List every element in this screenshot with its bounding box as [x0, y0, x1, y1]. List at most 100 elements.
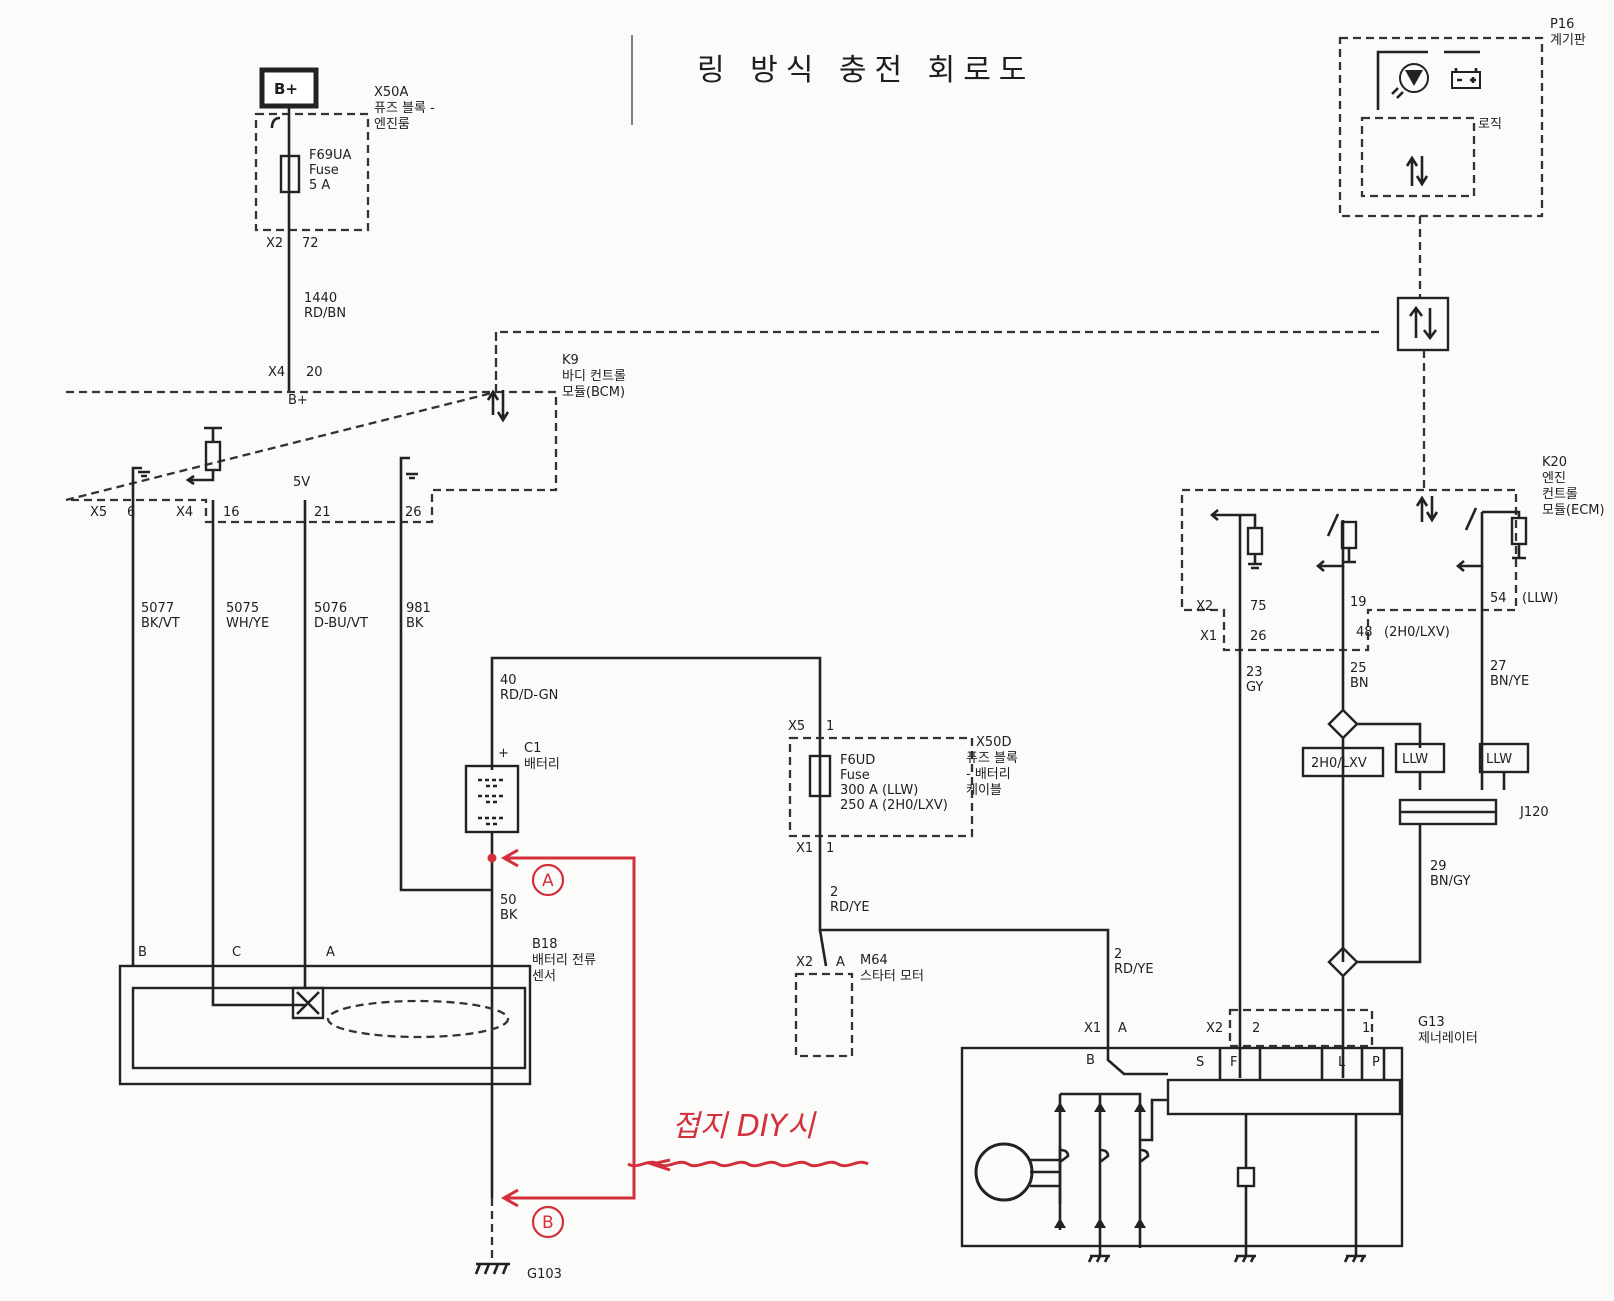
wire-1440-color: RD/BN: [304, 306, 346, 321]
j120-label: J120: [1519, 805, 1549, 820]
bcm-pin26: 26: [405, 505, 422, 520]
b18-ring-core: [326, 999, 510, 1039]
charge-warning-lamp-icon: [1391, 63, 1429, 99]
x1-pin1: 1: [826, 841, 834, 856]
p16-logic-block: [1360, 116, 1476, 198]
ecm-pin75: 75: [1250, 599, 1267, 614]
x1-conn: X1: [796, 841, 813, 856]
bcm-serial-data-icon: [486, 389, 510, 423]
wire-25-color: BN: [1350, 676, 1369, 691]
x50d-name1: 퓨즈 블록: [966, 751, 1018, 766]
ecm-resistor-3: [1510, 516, 1528, 546]
wire-23-num: 23: [1246, 665, 1263, 680]
g13-term-s: S: [1196, 1055, 1204, 1070]
k20-name2: 컨트롤: [1542, 487, 1578, 502]
wire-5075-color: WH/YE: [226, 616, 269, 631]
x5-conn: X5: [788, 719, 805, 734]
battery-icon: [1451, 68, 1481, 89]
m64-name: 스타터 모터: [860, 969, 924, 984]
wire-50-num: 50: [500, 893, 517, 908]
annot-b: B: [542, 1213, 554, 1233]
ecm-pin26: 26: [1250, 629, 1267, 644]
fuse-f6ud-r2: 250 A (2H0/LXV): [840, 798, 948, 813]
k9-name1: 바디 컨트롤: [562, 369, 626, 384]
k20-code: K20: [1542, 455, 1567, 470]
ecm-x2: X2: [1196, 599, 1213, 614]
g103-ground-icon: [474, 1262, 510, 1275]
b18-name2: 센서: [532, 969, 556, 984]
b18-sensor-inner: [131, 986, 527, 1070]
m64-code: M64: [860, 953, 888, 968]
b18-sensor-element: [291, 986, 325, 1020]
wire-2b-color: RD/YE: [1114, 962, 1154, 977]
g13-term-p: P: [1372, 1055, 1380, 1070]
g13-x2: X2: [1206, 1021, 1223, 1036]
annot-a: A: [542, 871, 554, 891]
wire-5075-num: 5075: [226, 601, 259, 616]
ecm-resistor-1: [1246, 526, 1264, 556]
wire-40-num: 40: [500, 673, 517, 688]
x50a-fuse-block: [254, 112, 370, 232]
conn-x2-pin72: 72: [302, 236, 319, 251]
x50d-name3: 케이블: [966, 783, 1002, 798]
b18-pin-c: C: [232, 945, 241, 960]
battery-plus: +: [498, 746, 509, 761]
p16-code: P16: [1550, 17, 1574, 32]
k9-bcm-module-outline: [65, 330, 1384, 524]
wire-2a-num: 2: [830, 885, 838, 900]
m64-conn: X2: [796, 955, 813, 970]
wire-50-color: BK: [500, 908, 518, 923]
conn-x4-label: X4: [268, 365, 285, 380]
wire-25-num: 25: [1350, 661, 1367, 676]
fuse-f69ua-rating: 5 A: [309, 178, 330, 193]
bcm-bplus-label: B+: [288, 393, 308, 408]
wire-27-color: BN/YE: [1490, 674, 1529, 689]
g13-term-f: F: [1230, 1055, 1237, 1070]
g13-x1: X1: [1084, 1021, 1101, 1036]
svg-text:2H0/LXV: 2H0/LXV: [1311, 756, 1367, 771]
bcm-x4b: X4: [176, 505, 193, 520]
wire-5076-color: D-BU/VT: [314, 616, 368, 631]
p16-serial-data-icon: [1405, 155, 1429, 187]
fuse-f6ud-type: Fuse: [840, 768, 870, 783]
opt-box-2h0lxv: [1301, 746, 1385, 778]
svg-text:LLW: LLW: [1402, 752, 1428, 767]
fuse-f6ud-id: F6UD: [840, 753, 875, 768]
fuse-f69ua-type: Fuse: [309, 163, 339, 178]
x50a-name1: 퓨즈 블록 -: [374, 101, 435, 116]
battery-c1-code: C1: [524, 741, 541, 756]
p16-logic: 로직: [1478, 117, 1502, 132]
ecm-llw: (LLW): [1522, 591, 1558, 606]
b18-sensor-outer: [118, 964, 532, 1086]
g13-code: G13: [1418, 1015, 1445, 1030]
wire-981-num: 981: [406, 601, 431, 616]
ecm-x1: X1: [1200, 629, 1217, 644]
k9-name2: 모듈(BCM): [562, 385, 625, 400]
g13-generator-outline: [960, 1046, 1404, 1248]
wire-1440-num: 1440: [304, 291, 337, 306]
x5-pin1: 1: [826, 719, 834, 734]
x50a-code: X50A: [374, 85, 408, 100]
fuse-f6ud-symbol: [808, 754, 832, 798]
x50d-name2: - 배터리: [966, 767, 1011, 782]
wire-5077-num: 5077: [141, 601, 174, 616]
wire-40-color: RD/D-GN: [500, 688, 558, 703]
g13-rotor: [974, 1142, 1034, 1202]
g13-regulator: [1166, 1078, 1402, 1116]
fuse-f69ua-id: F69UA: [309, 148, 352, 163]
x50a-name2: 엔진룸: [374, 117, 410, 132]
option-splice-top: [1327, 708, 1359, 740]
wire-2b-num: 2: [1114, 947, 1122, 962]
battery-c1-name: 배터리: [524, 757, 560, 772]
ground-g103: G103: [527, 1267, 562, 1282]
ecm-serial-data-icon: [1415, 495, 1439, 523]
wire-5077-color: BK/VT: [141, 616, 180, 631]
bcm-pin21: 21: [314, 505, 331, 520]
wire-29-num: 29: [1430, 859, 1447, 874]
svg-text:B+: B+: [274, 80, 298, 98]
k9-code: K9: [562, 353, 579, 368]
ecm-pin19: 19: [1350, 595, 1367, 610]
wire-2a-color: RD/YE: [830, 900, 870, 915]
battery-c1-symbol: [464, 764, 520, 834]
